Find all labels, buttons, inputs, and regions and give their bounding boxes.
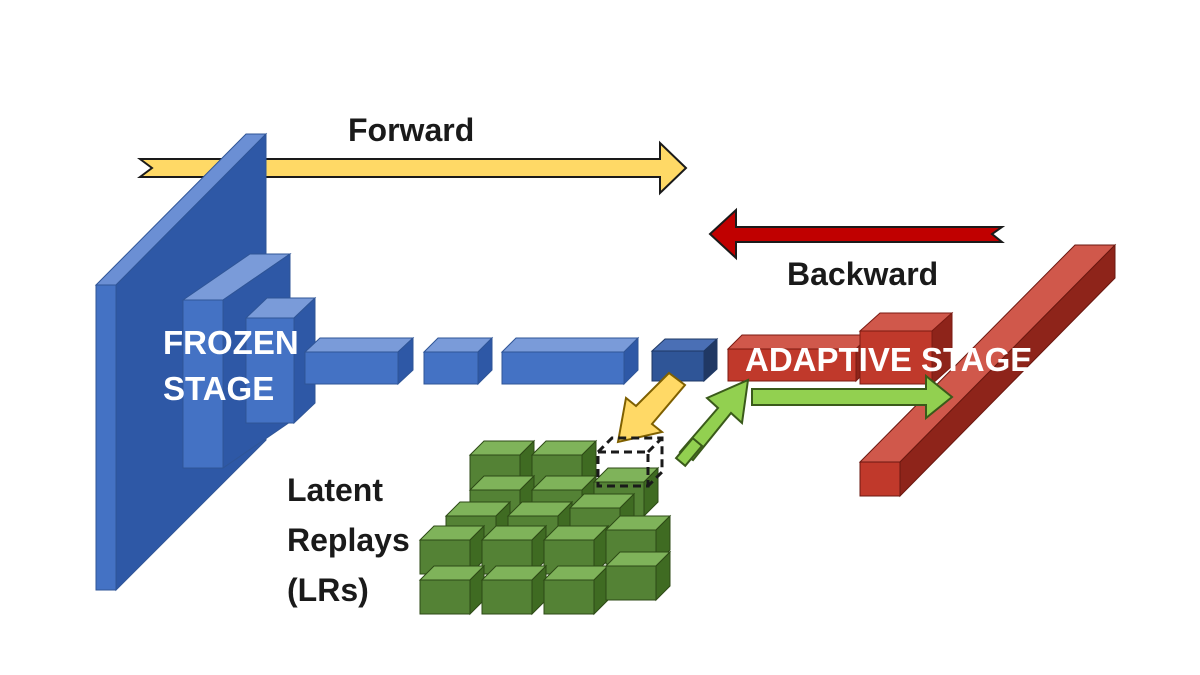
backward-label: Backward xyxy=(787,256,939,292)
frozen-layer-bar-3 xyxy=(500,336,640,386)
frozen-stage-label: FROZEN STAGE xyxy=(163,320,299,412)
backward-arrow xyxy=(708,207,1006,261)
latent-replay-slot-dashed xyxy=(596,436,664,488)
latent-replays-label-line1: Latent xyxy=(287,472,383,508)
adaptive-layer-block xyxy=(858,311,954,386)
latent-layer-cube xyxy=(650,337,719,383)
adaptive-stage-label: ADAPTIVE STAGE xyxy=(745,341,1033,378)
adaptive-to-output-arrow xyxy=(751,373,954,421)
latent-replay-cube xyxy=(418,564,486,616)
latent-to-replay-arrow xyxy=(616,371,687,444)
latent-replay-cube xyxy=(542,564,610,616)
forward-label: Forward xyxy=(348,112,475,148)
latent-replays-label: Latent Replays (LRs) xyxy=(287,465,410,615)
latent-replays-label-line2: Replays xyxy=(287,522,410,558)
latent-replay-cube xyxy=(604,550,672,602)
frozen-layer-bar-1 xyxy=(303,336,415,386)
latent-replays-grid xyxy=(418,439,672,616)
frozen-conv-block-2 xyxy=(244,296,317,425)
latent-replays-label-line3: (LRs) xyxy=(287,572,369,608)
latent-replay-cube xyxy=(468,439,536,491)
replay-to-adaptive-arrow xyxy=(674,378,750,468)
frozen-stage-label-line2: STAGE xyxy=(163,370,275,407)
adaptive-output-slab xyxy=(858,243,1117,498)
latent-replay-cube xyxy=(480,564,548,616)
frozen-stage-label-line1: FROZEN xyxy=(163,324,299,361)
forward-arrow xyxy=(137,140,688,196)
frozen-layer-bar-2 xyxy=(422,336,494,386)
